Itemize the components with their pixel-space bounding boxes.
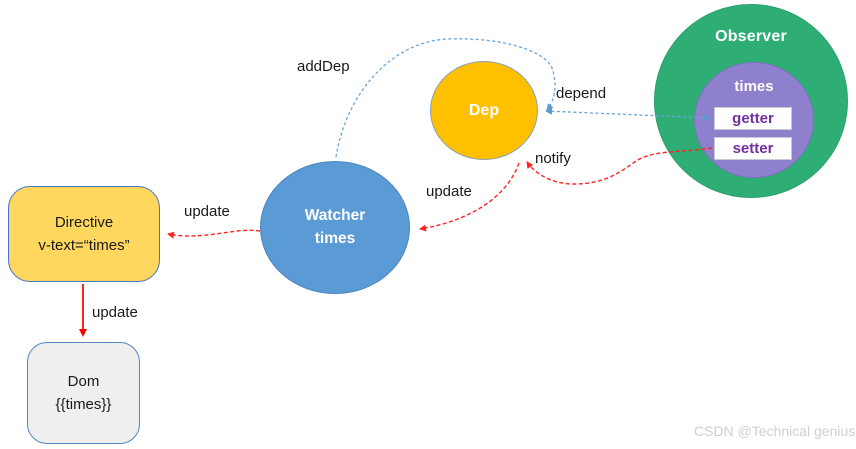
edge-label-update-dep-watcher: update bbox=[426, 183, 472, 200]
watcher-label-line2: times bbox=[314, 229, 356, 247]
directive-label-line2: v-text=“times” bbox=[38, 237, 130, 254]
edge-label-depend: depend bbox=[556, 85, 607, 102]
setter-node: setter bbox=[714, 137, 792, 160]
getter-node: getter bbox=[714, 107, 792, 130]
watcher-label-line1: Watcher bbox=[304, 207, 366, 225]
directive-node: Directive v-text=“times” bbox=[8, 186, 160, 282]
times-group-label: times bbox=[734, 78, 774, 95]
edge-label-notify: notify bbox=[535, 150, 571, 167]
edge-label-adddep: addDep bbox=[297, 58, 350, 75]
dom-label-line2: {{times}} bbox=[55, 396, 112, 413]
dom-label-line1: Dom bbox=[67, 372, 100, 390]
edge-label-update-directive-dom: update bbox=[92, 304, 138, 321]
directive-label-line1: Directive bbox=[54, 213, 114, 231]
dep-label: Dep bbox=[468, 101, 500, 119]
edge-update-watcher-directive bbox=[167, 229, 261, 239]
watcher-node: Watcher times bbox=[260, 161, 410, 294]
edge-label-update-watcher-directive: update bbox=[184, 203, 230, 220]
dom-node: Dom {{times}} bbox=[27, 342, 140, 444]
watermark: CSDN @Technical genius bbox=[694, 423, 856, 439]
getter-label: getter bbox=[732, 110, 774, 127]
observer-label: Observer bbox=[715, 28, 787, 45]
dep-node: Dep bbox=[430, 61, 538, 160]
setter-label: setter bbox=[732, 140, 774, 157]
